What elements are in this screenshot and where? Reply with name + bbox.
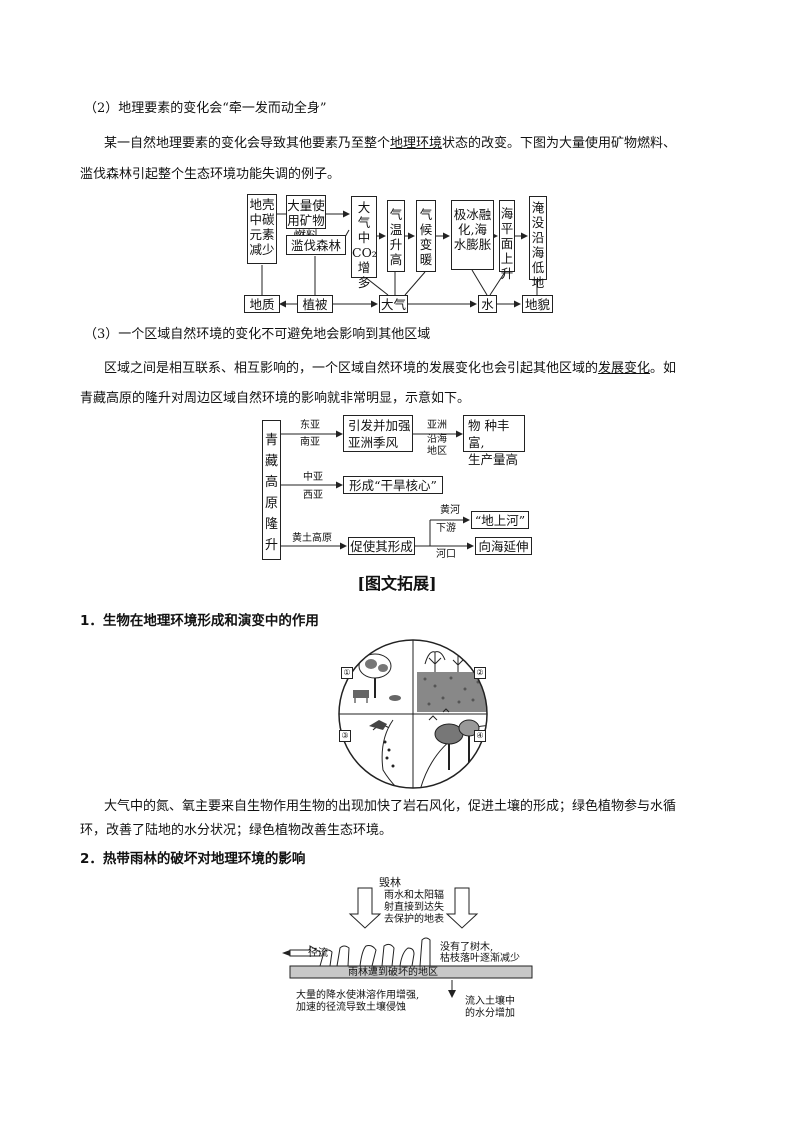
box-water: 水 [478, 295, 497, 313]
box-promote-formation: 促使其形成 [348, 537, 415, 555]
box-geology: 地质 [244, 295, 280, 313]
section3-heading: （3）一个区域自然环境的变化不可避免地会影响到其他区域 [84, 327, 431, 342]
box-above-ground-river: “地上河” [471, 511, 529, 529]
box-arid-core: 形成“干旱核心” [343, 476, 443, 494]
item1-paragraph-line1: 大气中的氮、氧主要来自生物作用生物的出现加快了岩石风化，促进土壤的形成；绿色植物… [104, 799, 677, 814]
figure-label-4: ④ [474, 730, 486, 742]
label-river-mouth: 河口 [436, 549, 456, 560]
label-south-asia: 南亚 [300, 437, 320, 448]
plateau-uplift-diagram: 青藏高原隆升 东亚 南亚 引发并加强亚洲季风 亚洲沿海地区 物 种丰富,生产量高… [262, 415, 532, 560]
label-yellow-river: 黄河 [440, 505, 460, 516]
label-lower-reach: 下游 [436, 523, 456, 534]
box-atmosphere: 大气 [379, 295, 408, 313]
box-species-rich: 物 种丰富,生产量高 [463, 415, 525, 467]
label-no-trees: 没有了树木,枯枝落叶逐渐减少 [440, 942, 520, 964]
figure-label-2: ② [474, 667, 486, 679]
figure-label-3: ③ [339, 730, 351, 742]
box-vegetation: 植被 [297, 295, 333, 313]
label-loess-plateau: 黄土高原 [292, 533, 332, 544]
label-destroyed-area: 雨林遭到破坏的地区 [348, 967, 438, 978]
sea-level-box: 海平面上升 [499, 200, 515, 281]
label-west-asia: 西亚 [303, 490, 323, 501]
figure-label-1: ① [341, 667, 353, 679]
label-asia-coast: 亚洲沿海地区 [427, 420, 447, 457]
label-runoff: 径流 [308, 948, 328, 959]
item2-heading: 2．热带雨林的破坏对地理环境的影响 [80, 851, 306, 867]
box-extend-to-sea: 向海延伸 [475, 537, 532, 555]
box-monsoon: 引发并加强亚洲季风 [343, 415, 413, 452]
extension-title: [图文拓展] [357, 574, 437, 593]
climate-warming-box: 气候变暖 [416, 200, 436, 272]
label-soil-water-increase: 流入土壤中的水分增加 [465, 996, 515, 1019]
deforestation-box: 滥伐森林 [286, 235, 346, 255]
section3-paragraph-line2: 青藏高原的隆升对周边区域自然环境的影响就非常明显，示意如下。 [80, 391, 471, 406]
co2-increase-box: 大气中CO₂增多 [351, 196, 377, 290]
label-east-asia: 东亚 [300, 420, 320, 431]
label-leaching-erosion: 大量的降水使淋溶作用增强,加速的径流导致土壤侵蚀 [296, 990, 420, 1013]
label-deforestation: 毁林 [379, 876, 401, 889]
ice-melt-box: 极冰融化,海水膨胀 [451, 200, 494, 270]
plateau-uplift-box: 青藏高原隆升 [262, 420, 281, 560]
item1-heading: 1．生物在地理环境形成和演变中的作用 [80, 613, 319, 629]
box-landform: 地貌 [522, 295, 553, 313]
coastal-flooding-box: 淹没沿海低地 [529, 196, 547, 290]
section2-paragraph-line1: 某一自然地理要素的变化会导致其他要素乃至整个地理环境状态的改变。下图为大量使用矿… [104, 136, 677, 151]
biology-role-figure: ① ② ③ ④ [333, 634, 493, 794]
label-central-asia: 中亚 [303, 472, 323, 483]
section3-paragraph-line1: 区域之间是相互联系、相互影响的，一个区域自然环境的发展变化也会引起其他区域的发展… [104, 361, 677, 376]
fossil-fuel-box: 大量使用矿物燃料 [286, 195, 326, 243]
temperature-rise-box: 气温升高 [387, 200, 405, 272]
section2-paragraph-line2: 滥伐森林引起整个生态环境功能失调的例子。 [80, 167, 341, 182]
item1-paragraph-line2: 环，改善了陆地的水分状况；绿色植物改善生态环境。 [80, 823, 393, 838]
label-rain-radiation: 雨水和太阳辐射直接到达失去保护的地表 [384, 890, 444, 925]
eco-chain-diagram: 地壳中碳元素减少 大量使用矿物燃料 滥伐森林 大气中CO₂增多 气温升高 气候变… [0, 0, 794, 330]
crust-carbon-box: 地壳中碳元素减少 [247, 194, 277, 264]
section2-heading: （2）地理要素的变化会“牵一发而动全身” [84, 101, 327, 116]
